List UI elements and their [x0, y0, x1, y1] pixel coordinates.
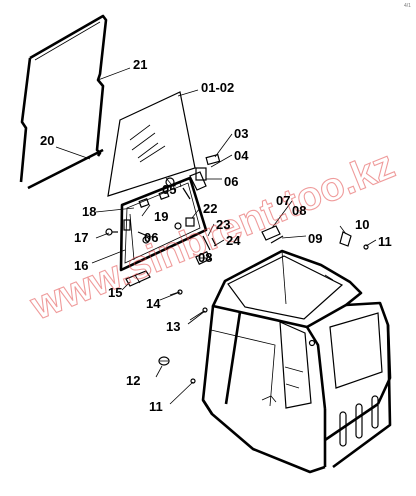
window-frame: [119, 176, 208, 272]
callout-14: 14: [146, 296, 161, 311]
callout-13: 13: [166, 319, 180, 334]
callout-05: 05: [162, 182, 176, 197]
part-01-02-glass: [107, 91, 196, 197]
callout-24: 24: [226, 233, 241, 248]
leader-lines: [55, 67, 377, 405]
parts-07-10-hardware: [261, 225, 369, 250]
part-21-glass-strip: [19, 14, 108, 183]
callout-22: 22: [203, 201, 217, 216]
callout-15: 15: [108, 285, 122, 300]
small-hardware: [105, 228, 217, 265]
callout-06-upper: 06: [224, 174, 238, 189]
latch-parts-03-06: [165, 153, 221, 200]
callout-11-upper: 11: [378, 234, 392, 249]
cab-body: [201, 249, 392, 474]
part-12-11-bolt: [158, 356, 196, 384]
callout-07: 07: [276, 193, 290, 208]
callout-18: 18: [82, 204, 96, 219]
callout-04: 04: [234, 148, 249, 163]
callout-labels: 21 01-02 20 03 04 05 06 18 19 22 07 08 1…: [40, 57, 392, 414]
callout-03: 03: [234, 126, 248, 141]
corner-mark: 4/1: [404, 3, 411, 9]
callout-08-left: 08: [198, 250, 212, 265]
callout-06-lower: 06: [144, 230, 158, 245]
callout-11-lower: 11: [149, 399, 163, 414]
pins-13-14: [169, 289, 208, 321]
callout-21: 21: [133, 57, 147, 72]
callout-01-02: 01-02: [201, 80, 234, 95]
callout-20: 20: [40, 133, 54, 148]
callout-16: 16: [74, 258, 88, 273]
callout-19: 19: [154, 209, 168, 224]
callout-10: 10: [355, 217, 369, 232]
callout-09: 09: [308, 231, 322, 246]
callout-12: 12: [126, 373, 140, 388]
callout-23: 23: [216, 217, 230, 232]
callout-08-right: 08: [292, 203, 306, 218]
callout-17: 17: [74, 230, 88, 245]
part-20-seal-rod: [27, 148, 104, 190]
